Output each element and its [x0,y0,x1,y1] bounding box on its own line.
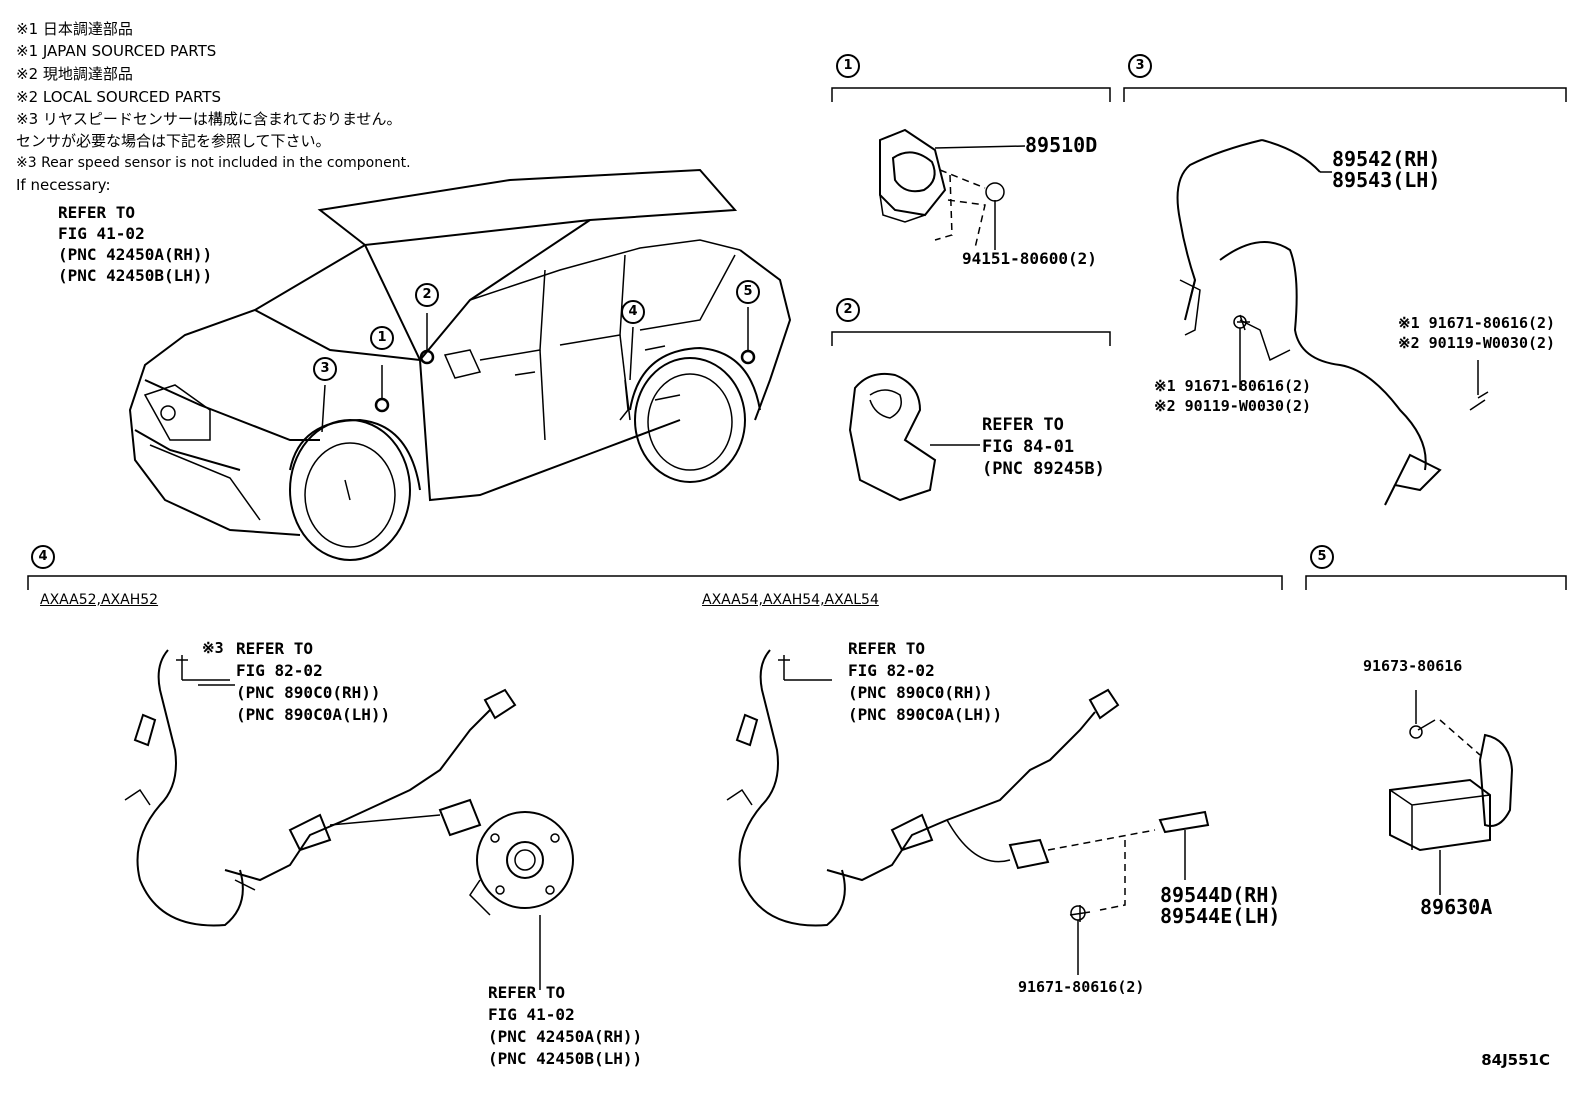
yaw-rate-sensor-drawing [879,128,1026,250]
figure-code: 84J551C [1481,1051,1550,1069]
note-line-6: センサが必要な場合は下記を参照して下さい。 [16,132,331,150]
refer-top-line-4: (PNC 42450B(LH)) [58,266,213,285]
sec4-refer-left-4: (PNC 890C0A(LH)) [236,705,391,724]
sec4-refer-hub-2[interactable]: FIG 41-02 [488,1005,575,1024]
note-line-8: If necessary: [16,176,111,194]
part-89510D[interactable]: 89510D [1025,133,1098,157]
sec4-refer-right-3: (PNC 890C0(RH)) [848,683,993,702]
rear-harness-left-drawing [124,649,574,990]
car-callout-1[interactable]: 1 [370,326,394,350]
part-89544E-lh[interactable]: 89544E(LH) [1160,904,1281,928]
car-callout-3[interactable]: 3 [313,357,337,381]
note-line-5: ※3 リヤスピードセンサーは構成に含まれておりません。 [16,110,402,128]
sec4-refer-right-1: REFER TO [848,639,926,658]
part-89544D-rh[interactable]: 89544D(RH) [1160,883,1281,907]
section-1-number: 1 [836,54,860,78]
part-91673-80616[interactable]: 91673-80616 [1363,657,1463,675]
front-speed-sensor-drawing [1176,139,1489,506]
sec3-bolt-left-2[interactable]: ※2 90119-W0030(2) [1154,397,1312,415]
part-89543-lh[interactable]: 89543(LH) [1332,168,1441,192]
sec3-bolt-right-1[interactable]: ※1 91671-80616(2) [1398,314,1556,332]
rear-harness-right-drawing [726,649,1210,975]
part-89542-rh[interactable]: 89542(RH) [1332,147,1441,171]
part-89630A[interactable]: 89630A [1420,895,1493,919]
sec3-bolt-right-2[interactable]: ※2 90119-W0030(2) [1398,334,1556,352]
sec4-refer-hub-4: (PNC 42450B(LH)) [488,1049,643,1068]
car-callout-5[interactable]: 5 [736,280,760,304]
sec4-bolt[interactable]: 91671-80616(2) [1018,978,1145,996]
model-left-label: AXAA52,AXAH52 [40,592,159,608]
part-94151-80600[interactable]: 94151-80600(2) [962,249,1097,268]
sec4-refer-right-2[interactable]: FIG 82-02 [848,661,935,680]
refer-top-line-3: (PNC 42450A(RH)) [58,245,213,264]
refer-top-line-2: FIG 41-02 [58,224,145,243]
vehicle-illustration [128,168,792,561]
section-2-number: 2 [836,298,860,322]
sec2-refer-line-1: REFER TO [982,415,1064,435]
sec4-refer-hub-1: REFER TO [488,983,566,1002]
model-right-label: AXAA54,AXAH54,AXAL54 [702,592,879,608]
note-line-3: ※2 現地調達部品 [16,65,133,83]
refer-top-line-1: REFER TO [58,203,136,222]
car-callout-2[interactable]: 2 [415,283,439,307]
sec4-refer-left-2[interactable]: FIG 82-02 [236,661,323,680]
section-4-number: 4 [31,545,55,569]
sec2-refer-line-3: (PNC 89245B) [982,459,1105,479]
car-callout-4[interactable]: 4 [621,300,645,324]
control-module-drawing [1389,690,1514,895]
sec4-refer-left-1: REFER TO [236,639,314,658]
steering-sensor-drawing [848,372,980,502]
sec4-refer-hub-3: (PNC 42450A(RH)) [488,1027,643,1046]
sec4-refer-left-mark: ※3 [202,639,224,657]
sec4-refer-left-3: (PNC 890C0(RH)) [236,683,381,702]
sec2-refer-line-2[interactable]: FIG 84-01 [982,437,1075,457]
sec3-bolt-left-1[interactable]: ※1 91671-80616(2) [1154,377,1312,395]
sec4-refer-right-4: (PNC 890C0A(LH)) [848,705,1003,724]
section-3-number: 3 [1128,54,1152,78]
note-line-7: ※3 Rear speed sensor is not included in … [16,155,411,171]
note-line-4: ※2 LOCAL SOURCED PARTS [16,88,221,106]
note-line-2: ※1 JAPAN SOURCED PARTS [16,42,217,60]
note-line-1: ※1 日本調達部品 [16,20,133,38]
section-5-number: 5 [1310,545,1334,569]
